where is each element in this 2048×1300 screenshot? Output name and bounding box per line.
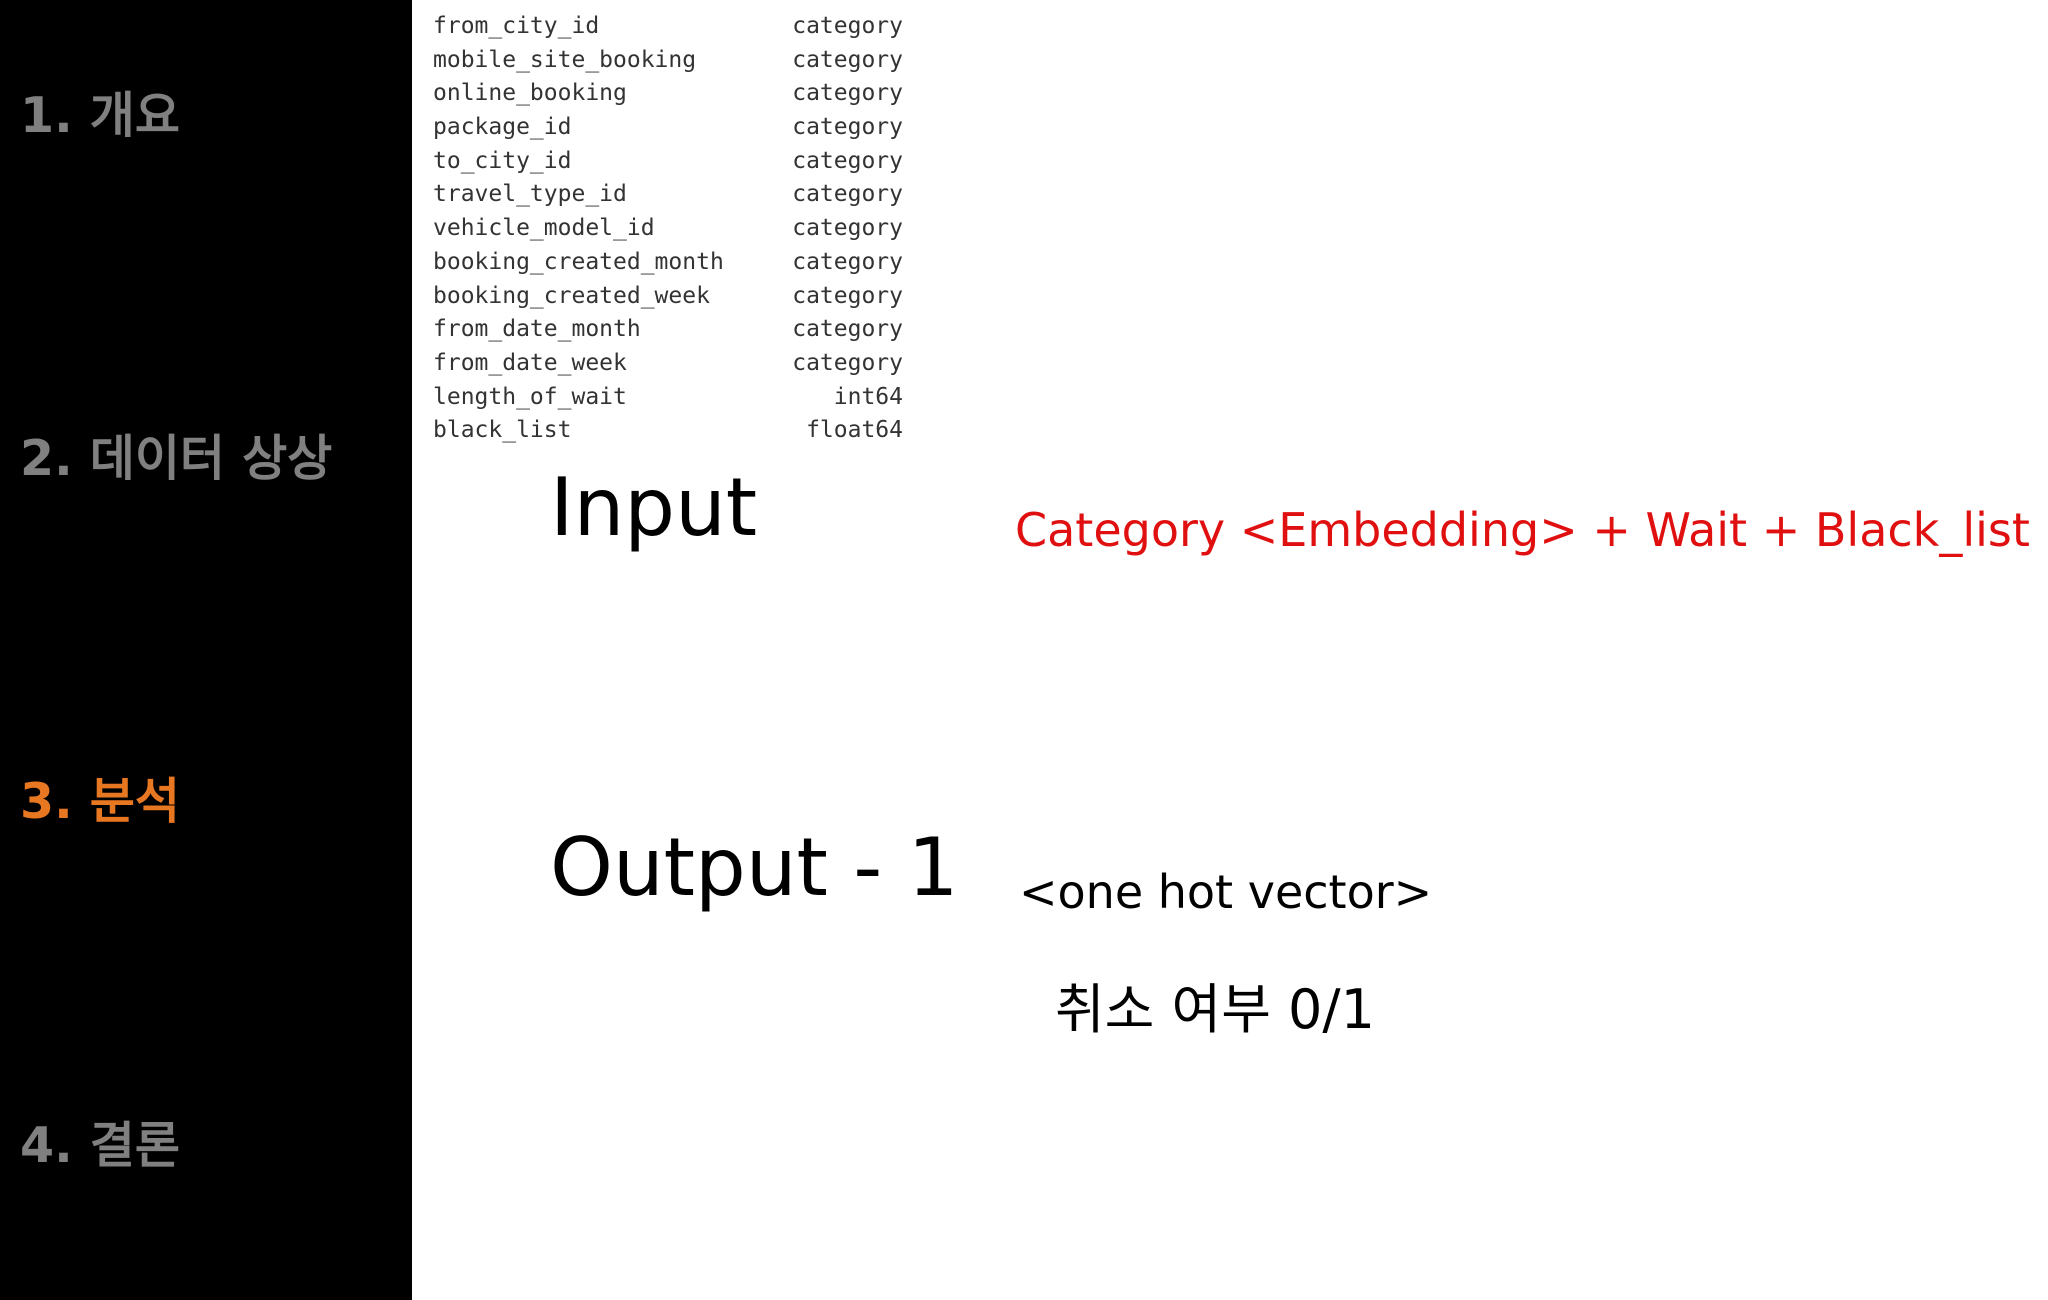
- column-name: from_date_week: [433, 349, 627, 376]
- column-dtype: category: [792, 181, 903, 208]
- column-dtype: category: [792, 13, 903, 39]
- dtype-row: from_date_week category: [433, 347, 903, 381]
- column-dtype: category: [792, 147, 903, 174]
- column-name: online_booking: [433, 80, 627, 107]
- column-name: from_city_id: [433, 13, 600, 39]
- column-name: length_of_wait: [433, 383, 627, 410]
- dtype-row: vehicle_model_id category: [433, 212, 903, 246]
- dtype-row: package_id category: [433, 111, 903, 145]
- dtype-row: booking_created_month category: [433, 246, 903, 280]
- dtype-row: black_list float64: [433, 414, 903, 448]
- dtype-row: mobile_site_booking category: [433, 44, 903, 78]
- column-name: from_date_month: [433, 316, 641, 343]
- column-dtype: category: [792, 114, 903, 141]
- output-type-note: <one hot vector>: [1019, 865, 1433, 919]
- output-heading: Output - 1: [550, 821, 959, 914]
- column-name: travel_type_id: [433, 181, 627, 208]
- dtype-listing: from_city_id category mobile_site_bookin…: [433, 10, 903, 452]
- dtype-row: from_city_id category: [433, 10, 903, 44]
- column-name: black_list: [433, 417, 572, 444]
- column-name: vehicle_model_id: [433, 215, 655, 242]
- dtype-row: travel_type_id category: [433, 178, 903, 212]
- sidebar-item-overview[interactable]: 1. 개요: [20, 87, 180, 144]
- dtype-row: length_of_wait int64: [433, 381, 903, 415]
- input-heading: Input: [550, 461, 758, 554]
- sidebar: 1. 개요 2. 데이터 상상 3. 분석 4. 결론: [0, 0, 412, 1300]
- column-name: mobile_site_booking: [433, 46, 697, 73]
- dtype-row: booking_created_week category: [433, 280, 903, 314]
- column-dtype: category: [792, 316, 903, 343]
- sidebar-item-data[interactable]: 2. 데이터 상상: [20, 430, 333, 487]
- column-dtype: category: [792, 80, 903, 107]
- column-dtype: category: [792, 248, 903, 275]
- column-dtype: category: [792, 215, 903, 242]
- column-dtype: int64: [833, 383, 903, 410]
- column-name: booking_created_month: [433, 248, 724, 275]
- sidebar-item-analysis[interactable]: 3. 분석: [20, 773, 180, 830]
- column-dtype: category: [792, 282, 903, 309]
- dtype-row: from_date_month category: [433, 313, 903, 347]
- column-name: booking_created_week: [433, 282, 710, 309]
- dtype-row: online_booking category: [433, 77, 903, 111]
- column-name: package_id: [433, 114, 572, 141]
- output-description: 취소 여부 0/1: [1055, 978, 1375, 1041]
- sidebar-item-conclusion[interactable]: 4. 결론: [20, 1117, 180, 1174]
- column-name: to_city_id: [433, 147, 572, 174]
- column-dtype: category: [792, 349, 903, 376]
- input-formula: Category <Embedding> + Wait + Black_list: [1015, 503, 2030, 557]
- column-dtype: category: [792, 46, 903, 73]
- column-dtype: float64: [806, 417, 903, 444]
- dtype-row: to_city_id category: [433, 145, 903, 179]
